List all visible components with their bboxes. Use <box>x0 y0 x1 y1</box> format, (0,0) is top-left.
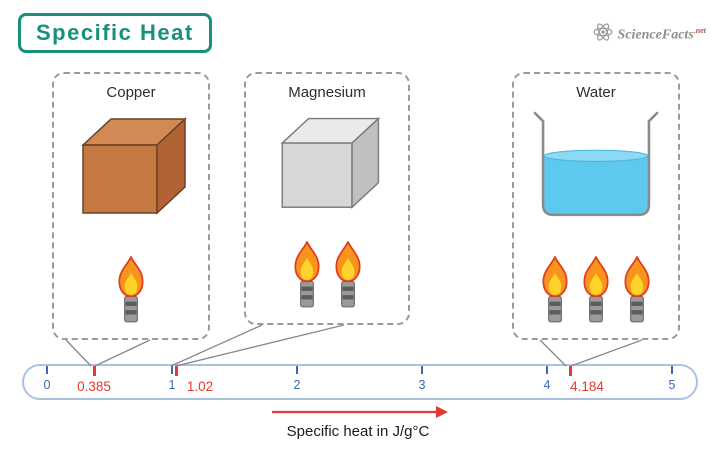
flame-burner-icon <box>291 240 323 314</box>
water-flames <box>539 255 653 329</box>
specific-heat-scale: 0 1 2 3 4 5 0.385 1.02 4.184 <box>22 364 698 400</box>
panel-magnesium-label: Magnesium <box>288 84 366 101</box>
marker-label-magnesium: 1.02 <box>186 379 214 394</box>
tick-label-3: 3 <box>418 378 426 392</box>
magnesium-cube-icon <box>270 111 385 216</box>
copper-flames <box>115 255 147 329</box>
copper-cube-icon <box>71 111 191 222</box>
connector-copper-left <box>65 339 92 367</box>
panel-water-label: Water <box>576 84 616 101</box>
marker-tick-copper <box>93 366 96 376</box>
panel-magnesium: Magnesium <box>244 72 410 325</box>
panel-water: Water <box>512 72 680 340</box>
flame-burner-icon <box>115 255 147 329</box>
axis-arrow-head <box>436 406 448 418</box>
tick-5 <box>671 366 673 374</box>
title-box: Specific Heat <box>18 13 212 54</box>
tick-label-4: 4 <box>543 378 551 392</box>
panel-copper: Copper <box>52 72 210 340</box>
tick-1 <box>171 366 173 374</box>
connector-copper-right <box>94 339 151 367</box>
marker-tick-magnesium <box>175 366 178 376</box>
marker-label-copper: 0.385 <box>77 379 111 394</box>
flame-burner-icon <box>332 240 364 314</box>
connector-water-left <box>539 339 567 367</box>
marker-tick-water <box>569 366 572 376</box>
tick-3 <box>421 366 423 374</box>
tick-label-0: 0 <box>43 378 51 392</box>
tick-0 <box>46 366 48 374</box>
marker-label-water: 4.184 <box>570 379 604 394</box>
panel-copper-label: Copper <box>106 84 156 101</box>
tick-4 <box>546 366 548 374</box>
atom-icon <box>592 22 613 47</box>
logo-name: ScienceFacts <box>617 27 694 43</box>
page-title: Specific Heat <box>36 20 194 45</box>
connector-water-right <box>570 339 643 367</box>
tick-label-1: 1 <box>168 378 176 392</box>
water-beaker-icon <box>530 111 662 228</box>
magnesium-flames <box>291 240 364 314</box>
flame-burner-icon <box>580 255 612 329</box>
flame-burner-icon <box>539 255 571 329</box>
sciencefacts-logo: ScienceFacts.net <box>592 22 706 47</box>
tick-2 <box>296 366 298 374</box>
logo-text: ScienceFacts.net <box>618 26 706 44</box>
axis-label: Specific heat in J/g°C <box>286 423 430 440</box>
flame-burner-icon <box>621 255 653 329</box>
logo-suffix: .net <box>693 25 706 35</box>
tick-label-2: 2 <box>293 378 301 392</box>
tick-label-5: 5 <box>668 378 676 392</box>
